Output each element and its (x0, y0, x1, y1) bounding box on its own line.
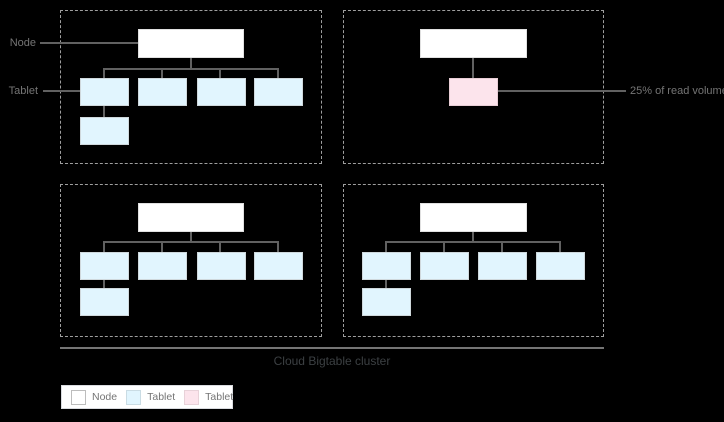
connector-line (219, 70, 221, 78)
server-panel-bottom-left (60, 184, 322, 337)
tablet-box-pink (449, 78, 498, 106)
connector-line (103, 68, 279, 70)
connector-line (103, 106, 105, 117)
cluster-caption: Cloud Bigtable cluster (273, 354, 391, 368)
connector-line (472, 232, 474, 241)
connector-line (501, 243, 503, 252)
connector-line (103, 241, 279, 243)
connector-line (190, 232, 192, 241)
connector-line (559, 243, 561, 252)
connector-line (385, 280, 387, 288)
connector-line (219, 243, 221, 252)
node-pointer-line (40, 42, 138, 44)
server-panel-bottom-right (343, 184, 604, 337)
node-box (138, 203, 244, 232)
connector-line (161, 243, 163, 252)
legend-item-node: Node (71, 389, 118, 405)
tablet-box-blue (420, 252, 469, 280)
tablet-box-blue (362, 252, 411, 280)
connector-line (103, 70, 105, 78)
legend-label: Tablet (205, 391, 234, 403)
tablet-box-blue (197, 78, 246, 106)
legend-label: Tablet (147, 391, 176, 403)
connector-line (103, 243, 105, 252)
legend-item-tablet-blue: Tablet (126, 389, 176, 405)
node-box (420, 29, 527, 58)
tablet-box-blue (254, 78, 303, 106)
tablet-box-blue (80, 288, 129, 316)
connector-line (277, 70, 279, 78)
node-label: Node (9, 37, 36, 49)
legend-label: Node (92, 391, 118, 403)
legend-item-tablet-pink: Tablet (184, 389, 234, 405)
tablet-pink-swatch (184, 389, 200, 405)
tablet-box-blue (362, 288, 411, 316)
tablet-box-blue (138, 252, 187, 280)
tablet-box-blue (80, 117, 129, 145)
legend: Node Tablet Tablet (61, 385, 233, 409)
connector-line (443, 243, 445, 252)
tablet-box-blue (80, 78, 129, 106)
connector-line (103, 280, 105, 288)
connector-line (277, 243, 279, 252)
read-volume-label: 25% of read volume (630, 85, 724, 97)
node-box (138, 29, 244, 58)
tablet-box-blue (197, 252, 246, 280)
connector-line (190, 58, 192, 68)
tablet-box-blue (80, 252, 129, 280)
connector-line (385, 243, 387, 252)
read-volume-pointer-line (498, 90, 626, 92)
tablet-box-blue (478, 252, 527, 280)
connector-line (472, 58, 474, 78)
connector-line (161, 70, 163, 78)
tablet-box-blue (254, 252, 303, 280)
tablet-blue-swatch (126, 389, 142, 405)
node-box (420, 203, 527, 232)
node-white-swatch (71, 389, 86, 405)
tablet-box-blue (536, 252, 585, 280)
cluster-separator-line (60, 347, 604, 349)
tablet-label: Tablet (8, 85, 38, 97)
connector-line (385, 241, 561, 243)
server-panel-top-right (343, 10, 604, 164)
tablet-pointer-line (43, 90, 80, 92)
tablet-box-blue (138, 78, 187, 106)
server-panel-top-left (60, 10, 322, 164)
